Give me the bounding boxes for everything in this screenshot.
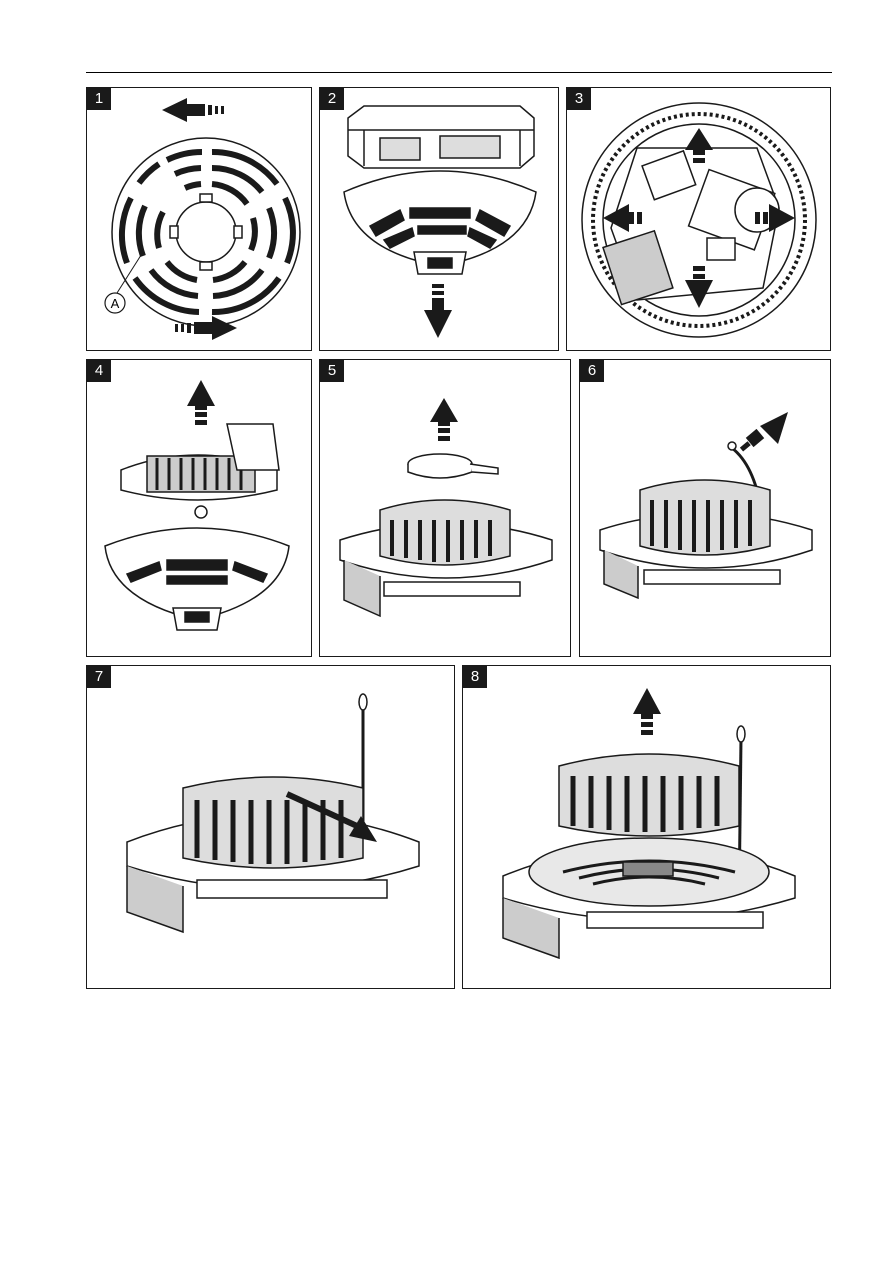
cleaning-chamber-illustration [87, 666, 455, 989]
detector-dome-lower [105, 528, 289, 630]
mounting-base [348, 106, 534, 168]
step-panel-3: 3 [566, 87, 831, 351]
base-with-labyrinth [503, 838, 795, 958]
sensor-chamber [559, 754, 739, 836]
cover-lift-illustration [320, 360, 571, 657]
step-panel-5: 5 [319, 359, 571, 657]
callout-label-a: A [111, 296, 120, 311]
detector-top-view-illustration: A [87, 88, 312, 351]
step-panel-1: A 1 [86, 87, 312, 351]
step-panel-8: 8 [462, 665, 831, 989]
step-number-8: 8 [463, 666, 487, 688]
cleaning-brush-insert-illustration [580, 360, 831, 657]
step-number-3: 3 [567, 88, 591, 110]
step-number-6: 6 [580, 360, 604, 382]
step-number-5: 5 [320, 360, 344, 382]
step-number-2: 2 [320, 88, 344, 110]
detector-internal-view-illustration [567, 88, 831, 351]
optical-chamber-cover [408, 454, 498, 478]
chamber-separation-illustration [463, 666, 831, 989]
detector-base [340, 500, 552, 616]
pull-down-arrow-icon [424, 284, 452, 338]
diagonal-up-arrow-icon [740, 412, 788, 452]
step-number-7: 7 [87, 666, 111, 688]
detector-module-removal-illustration [87, 360, 312, 657]
detector-separation-illustration [320, 88, 559, 351]
lift-up-arrow-icon [187, 380, 215, 425]
header-rule [86, 72, 832, 73]
step-panel-7: 7 [86, 665, 455, 989]
lift-up-arrow-icon [430, 398, 458, 441]
step-panel-4: 4 [86, 359, 312, 657]
detector-base [127, 777, 419, 932]
detector-base [600, 480, 812, 598]
detector-head-grille [112, 138, 300, 326]
step-number-4: 4 [87, 360, 111, 382]
step-number-1: 1 [87, 88, 111, 110]
rotate-left-arrow-icon [162, 98, 224, 122]
detector-dome [344, 171, 536, 274]
sensor-module [121, 424, 279, 518]
step-panel-6: 6 [579, 359, 831, 657]
lift-up-arrow-icon [633, 688, 661, 735]
step-panel-2: 2 [319, 87, 559, 351]
